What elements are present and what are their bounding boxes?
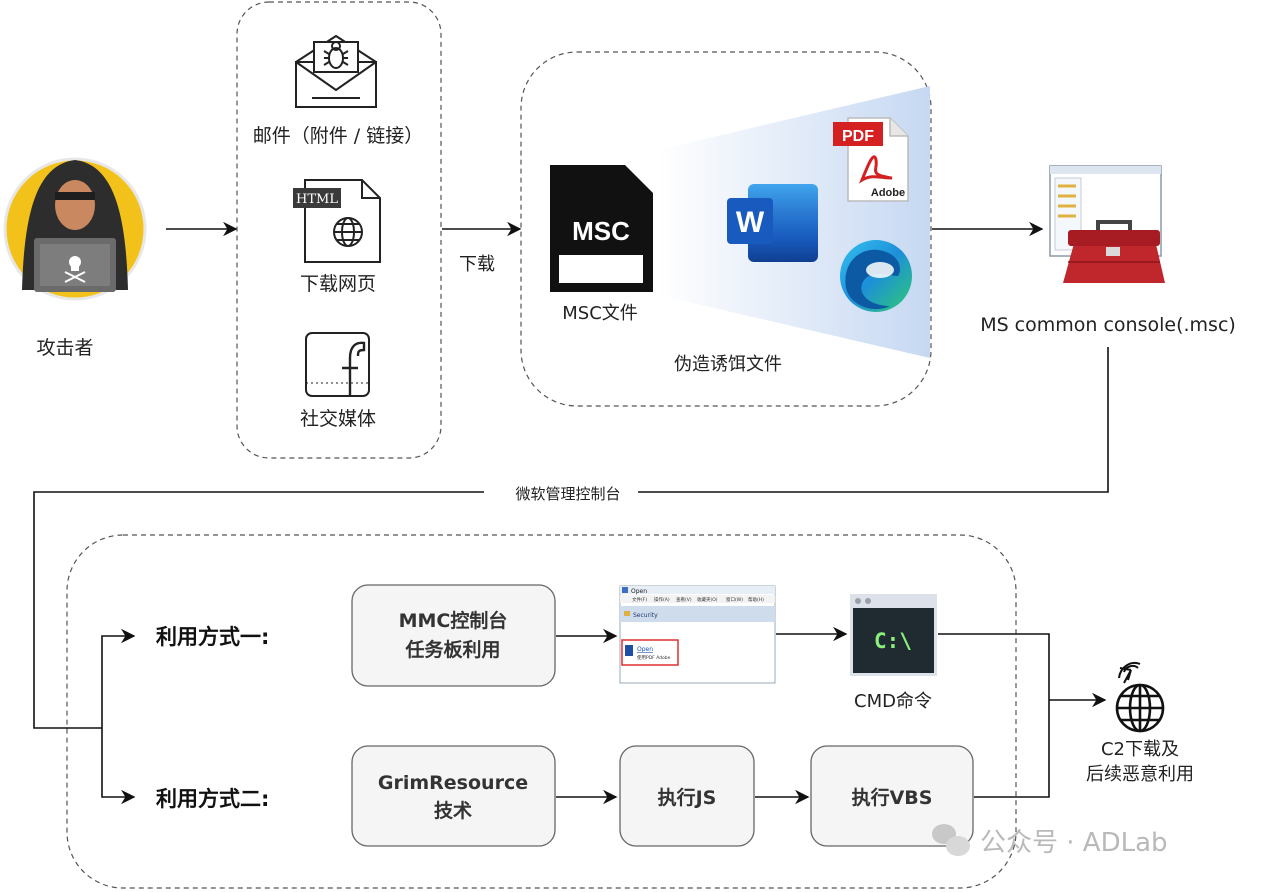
pdf-badge: PDF [842, 128, 874, 145]
execute-js-text: 执行JS [658, 786, 717, 809]
attacker-icon [3, 157, 147, 301]
msc-file-badge: MSC [572, 216, 630, 246]
wechat-watermark-icon [932, 824, 970, 856]
decoy-group [520, 51, 932, 407]
screenshot-menu-2: 查看(V) [676, 596, 692, 603]
attacker-label: 攻击者 [36, 337, 93, 359]
branch-to-method1 [101, 628, 136, 728]
mmc-taskpad-line1: MMC控制台 [399, 609, 508, 632]
html-page-icon: HTML [293, 179, 381, 263]
mmc-label: 微软管理控制台 [515, 485, 620, 503]
msc-file-label: MSC文件 [562, 303, 638, 324]
mmc-window-screenshot: Open 文件(F) 操作(A) 查看(V) 收藏夹(O) 窗口(W) 帮助(H… [619, 585, 776, 684]
word-icon: W [727, 184, 818, 262]
decoy-label: 伪造诱饵文件 [674, 354, 782, 375]
branch-to-method2 [101, 728, 136, 805]
screenshot-menu-3: 收藏夹(O) [697, 596, 718, 603]
method2-label: 利用方式二: [156, 787, 269, 811]
grimresource-line1: GrimResource [378, 772, 528, 794]
c2-globe-icon [1115, 662, 1165, 733]
cmd-window-icon: C:\ [850, 594, 937, 676]
execute-vbs-text: 执行VBS [852, 786, 933, 809]
screenshot-menu-0: 文件(F) [632, 596, 647, 603]
join-cmd-to-c2 [938, 633, 1050, 700]
grimresource-line2: 技术 [434, 799, 472, 822]
console-label: MS common console(.msc) [980, 314, 1236, 336]
screenshot-menu-5: 帮助(H) [748, 596, 764, 603]
webpage-label: 下载网页 [300, 273, 376, 295]
screenshot-link: Open [637, 646, 653, 653]
cmd-prompt: C:\ [874, 629, 912, 653]
screenshot-pane-title: Security [633, 612, 658, 619]
social-label: 社交媒体 [300, 408, 376, 430]
cmd-label: CMD命令 [854, 691, 932, 712]
facebook-icon [305, 332, 370, 397]
mmc-taskpad-box [351, 584, 556, 687]
email-label: 邮件（附件 / 链接） [253, 125, 423, 147]
c2-line1: C2下载及 [1101, 739, 1179, 760]
grimresource-box [351, 745, 556, 847]
screenshot-link-sub: 使用PDF Adobe [637, 654, 671, 661]
adobe-text: Adobe [871, 187, 905, 199]
download-label: 下载 [459, 254, 495, 275]
join-vbs-to-c2 [974, 700, 1050, 798]
method1-label: 利用方式一: [156, 625, 269, 649]
word-letter: W [736, 206, 765, 239]
watermark-text: 公众号 · ADLab [980, 828, 1168, 858]
mail-bug-icon [295, 34, 377, 108]
execute-js-box [619, 745, 755, 847]
exploitation-group [66, 534, 1017, 889]
c2-line2: 后续恶意利用 [1086, 764, 1194, 785]
pdf-icon: PDF Adobe [833, 117, 909, 202]
mmc-console-icon [1049, 165, 1165, 283]
mmc-taskpad-line2: 任务板利用 [404, 638, 500, 661]
execute-vbs-box [810, 745, 974, 847]
edge-browser-icon [840, 240, 912, 312]
msc-file-icon: MSC [550, 165, 653, 292]
path-console-to-exploits [33, 347, 1109, 729]
screenshot-menu-1: 操作(A) [654, 596, 670, 603]
screenshot-title: Open [631, 588, 647, 595]
html-badge-text: HTML [296, 192, 338, 207]
screenshot-menu-4: 窗口(W) [726, 596, 743, 603]
